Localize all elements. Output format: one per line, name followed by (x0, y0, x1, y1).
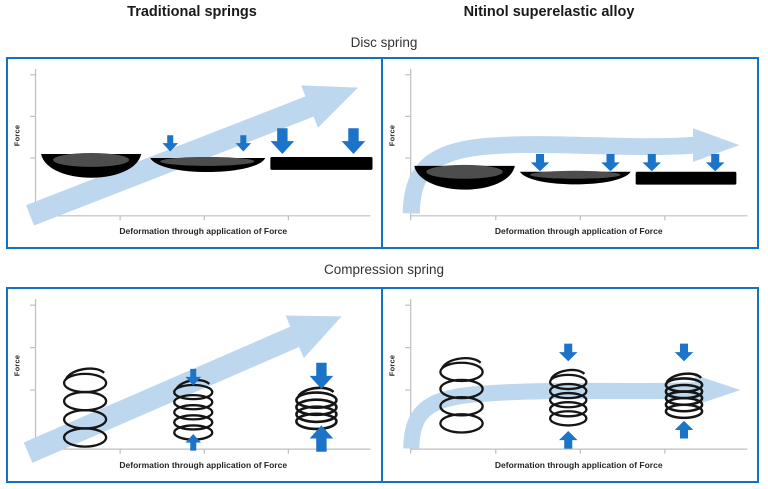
row-label-compression-spring: Compression spring (323, 262, 445, 277)
coil-spring-compressed (295, 386, 338, 431)
compression-spring-row: Force Deformation through application of… (6, 287, 759, 483)
compression-traditional-chart (23, 299, 371, 463)
coil-spring-extended (62, 367, 108, 448)
panel-compression-nitinol: Force Deformation through application of… (383, 289, 758, 481)
disc-spring-partial (519, 170, 631, 185)
plateau-flow-arrow-icon (402, 374, 740, 450)
rising-flow-arrow-icon (25, 85, 358, 226)
plateau-flow-arrow-icon (402, 128, 739, 214)
force-down-arrow-icons (162, 128, 366, 154)
disc-nitinol-chart (402, 68, 747, 221)
panel-disc-nitinol: Force Deformation through application of… (383, 59, 758, 247)
panel-compression-traditional: Force Deformation through application of… (8, 289, 383, 481)
panel-disc-traditional: Force Deformation through application of… (8, 59, 383, 247)
coil-spring-extended (438, 356, 484, 434)
disc-spring-unloaded (413, 164, 515, 190)
disc-spring-partial (150, 156, 266, 173)
column-header-nitinol: Nitinol superelastic alloy (463, 4, 635, 20)
force-down-arrow-icons (530, 153, 724, 172)
disc-spring-flat (635, 171, 736, 185)
disc-spring-row: Force Deformation through application of… (6, 57, 759, 249)
force-arrow-icons (558, 343, 693, 449)
coil-spring-compressed (664, 372, 703, 420)
rising-flow-arrow-icon (23, 315, 342, 463)
row-label-disc-spring: Disc spring (350, 35, 418, 50)
disc-spring-unloaded (41, 153, 142, 178)
column-header-traditional: Traditional springs (127, 4, 257, 20)
compression-nitinol-chart (402, 299, 747, 454)
disc-spring-flat (270, 156, 373, 170)
disc-traditional-chart (25, 68, 373, 226)
coil-spring-partial (548, 368, 588, 427)
axes (30, 299, 371, 454)
